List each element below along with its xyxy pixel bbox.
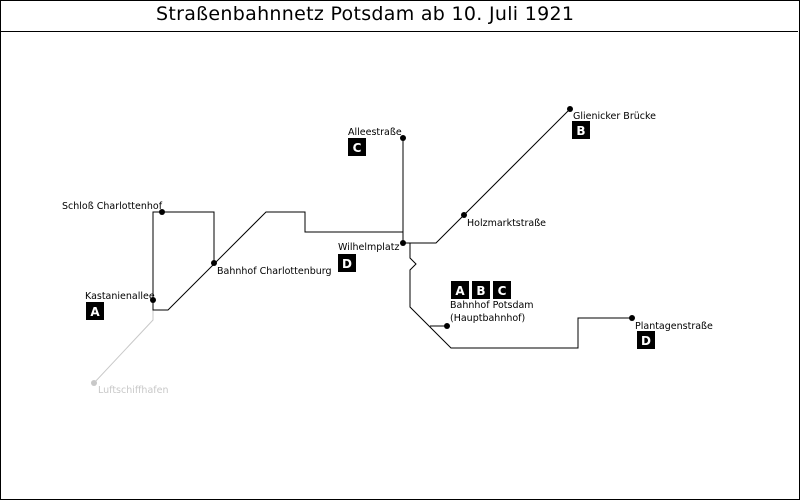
- line-badge-alleestrasse: C: [348, 138, 366, 156]
- track-glienicker: [403, 108, 571, 244]
- line-badge-bahnhof-potsdam-a: A: [451, 281, 469, 299]
- station-dot-bahnhof-potsdam: [444, 323, 450, 329]
- line-badges: A C D B A B C D: [86, 121, 655, 349]
- line-badge-plantagenstrasse: D: [637, 331, 655, 349]
- track-network: [152, 108, 632, 349]
- line-badge-wilhelmplatz: D: [338, 254, 356, 272]
- station-dots: [150, 106, 635, 329]
- svg-text:C: C: [353, 141, 362, 155]
- svg-text:B: B: [476, 284, 485, 298]
- svg-text:A: A: [90, 305, 100, 319]
- line-badge-kastanienallee: A: [86, 302, 104, 320]
- label-alleestrasse: Alleestraße: [348, 127, 402, 138]
- label-schloss-charlottenhof: Schloß Charlottenhof: [62, 201, 163, 212]
- svg-text:A: A: [455, 284, 465, 298]
- label-plantagenstrasse: Plantagenstraße: [635, 321, 713, 332]
- station-dot-plantagenstrasse: [629, 315, 635, 321]
- map-title: Straßenbahnnetz Potsdam ab 10. Juli 1921: [156, 3, 575, 25]
- label-bahnhof-potsdam: Bahnhof Potsdam: [450, 300, 534, 311]
- label-holzmarktstrasse: Holzmarktstraße: [467, 218, 546, 229]
- track-charlottenhof-loop: [152, 211, 215, 300]
- line-badge-bahnhof-potsdam-b: B: [472, 281, 490, 299]
- label-luftschiffhafen: Luftschiffhafen: [98, 385, 168, 396]
- svg-text:C: C: [498, 284, 507, 298]
- label-glienicker-bruecke: Glienicker Brücke: [573, 111, 656, 122]
- track-west-main: [152, 211, 403, 311]
- station-dot-holzmarktstrasse: [461, 212, 467, 218]
- svg-text:B: B: [576, 124, 585, 138]
- station-labels: Schloß Charlottenhof Kastanienallee Bahn…: [62, 111, 713, 396]
- label-wilhelmplatz: Wilhelmplatz: [338, 242, 399, 253]
- line-badge-bahnhof-potsdam-c: C: [493, 281, 511, 299]
- label-kastanienallee: Kastanienallee: [85, 291, 155, 302]
- track-south: [409, 243, 632, 349]
- label-hauptbahnhof: (Hauptbahnhof): [450, 313, 525, 324]
- line-badge-glienicker-bruecke: B: [572, 121, 590, 139]
- station-dot-schloss-charlottenhof: [159, 209, 165, 215]
- station-dot-glienicker-bruecke: [567, 106, 573, 112]
- svg-text:D: D: [641, 334, 651, 348]
- station-dot-luftschiffhafen: [91, 380, 97, 386]
- station-dot-kastanienallee: [150, 297, 156, 303]
- svg-text:D: D: [342, 257, 352, 271]
- station-dot-alleestrasse: [400, 135, 406, 141]
- track-luftschiffhafen-disused: [93, 310, 154, 384]
- title-divider: [0, 31, 798, 32]
- label-bahnhof-charlottenburg: Bahnhof Charlottenburg: [217, 266, 332, 277]
- station-dot-wilhelmplatz: [400, 240, 406, 246]
- station-dot-bahnhof-charlottenburg: [211, 260, 217, 266]
